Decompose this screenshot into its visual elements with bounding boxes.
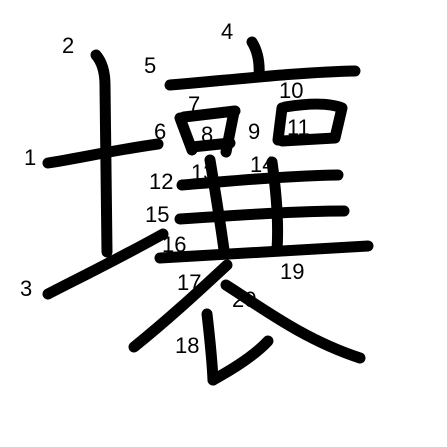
stroke-20 (207, 335, 274, 386)
stroke-number-6: 6 (154, 119, 166, 144)
stroke-number-8: 8 (201, 122, 213, 147)
stroke-13 (204, 154, 230, 256)
stroke-number-13: 13 (191, 160, 215, 185)
stroke-number-12: 12 (149, 169, 173, 194)
stroke-number-4: 4 (221, 19, 233, 44)
stroke-number-10: 10 (279, 78, 303, 103)
stroke-number-16: 16 (162, 232, 186, 257)
stroke-19 (220, 279, 366, 364)
stroke-number-1: 1 (24, 145, 36, 170)
stroke-5 (164, 65, 361, 91)
stroke-7 (178, 105, 241, 123)
stroke-number-17: 17 (177, 270, 201, 295)
stroke-number-15: 15 (145, 202, 169, 227)
stroke-3 (42, 228, 169, 300)
stroke-number-9: 9 (248, 119, 260, 144)
stroke-16 (154, 240, 374, 264)
stroke-number-20: 20 (232, 287, 256, 312)
stroke-15 (174, 205, 350, 225)
stroke-9 (220, 106, 240, 158)
stroke-11 (276, 98, 348, 147)
stroke-1 (42, 138, 164, 169)
stroke-number-18: 18 (175, 333, 199, 358)
stroke-number-19: 19 (280, 259, 304, 284)
stroke-10 (272, 102, 288, 146)
stroke-18 (201, 308, 219, 386)
stroke-17 (128, 259, 233, 353)
stroke-12 (176, 169, 344, 191)
stroke-2 (90, 49, 113, 258)
character-strokes (42, 36, 374, 386)
stroke-number-5: 5 (144, 53, 156, 78)
stroke-4 (246, 36, 265, 82)
stroke-14 (266, 156, 284, 256)
stroke-number-11: 11 (287, 115, 310, 140)
stroke-number-3: 3 (20, 276, 32, 301)
stroke-number-2: 2 (62, 33, 74, 58)
stroke-numbers: 1 2 3 4 5 6 7 8 9 10 11 12 13 14 15 16 1… (20, 19, 310, 358)
stroke-number-14: 14 (250, 152, 274, 177)
stroke-number-7: 7 (188, 92, 200, 117)
